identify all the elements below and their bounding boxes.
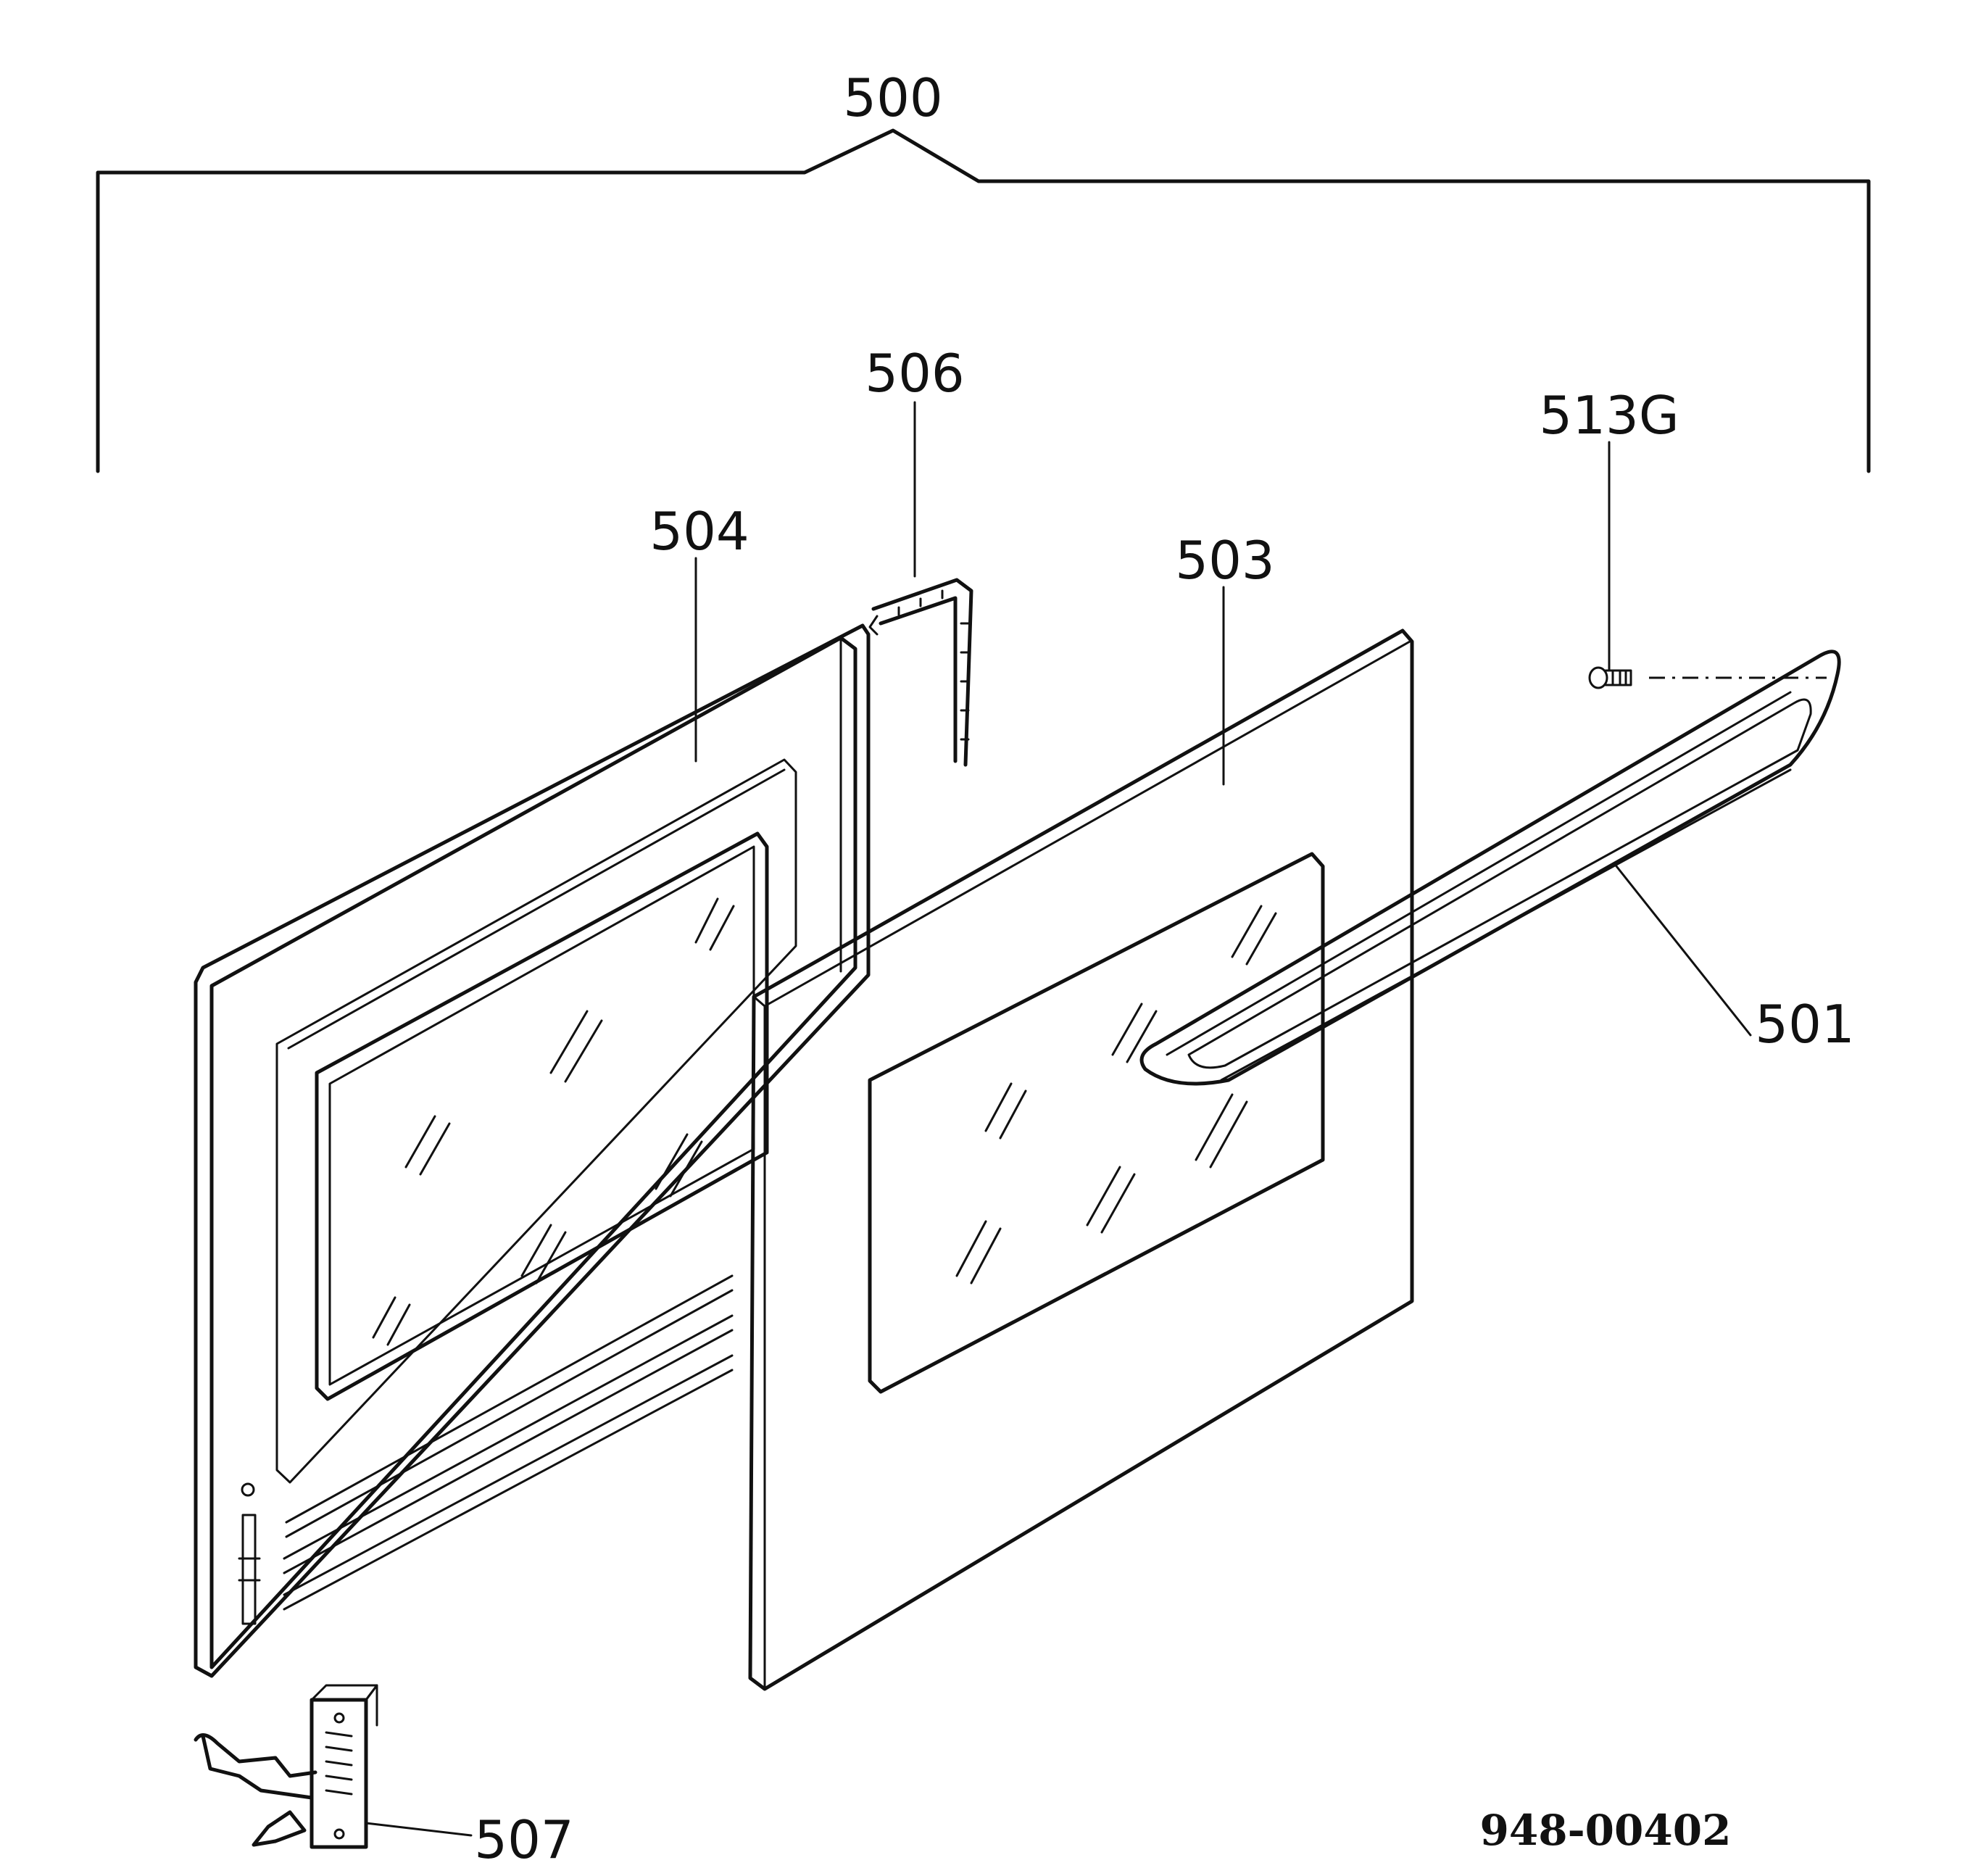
door-gasket — [868, 578, 973, 767]
drawing-number: 948-00402 — [1480, 1806, 1732, 1855]
leader-lines — [365, 401, 1752, 1837]
handle-screw — [1588, 666, 1827, 689]
label-500: 500 — [843, 67, 942, 128]
label-501: 501 — [1755, 994, 1854, 1055]
label-503: 503 — [1175, 530, 1274, 591]
door-hinge — [194, 1684, 378, 1849]
label-513g: 513G — [1539, 385, 1679, 446]
leader-501 — [1615, 865, 1752, 1037]
inner-door-panel — [748, 628, 1414, 1691]
leader-507 — [365, 1822, 473, 1837]
label-507: 507 — [474, 1809, 573, 1870]
door-handle — [1139, 649, 1841, 1086]
outer-door-panel — [194, 623, 871, 1678]
label-504: 504 — [649, 501, 749, 562]
label-506: 506 — [865, 343, 964, 404]
assembly-bracket — [96, 128, 1871, 473]
